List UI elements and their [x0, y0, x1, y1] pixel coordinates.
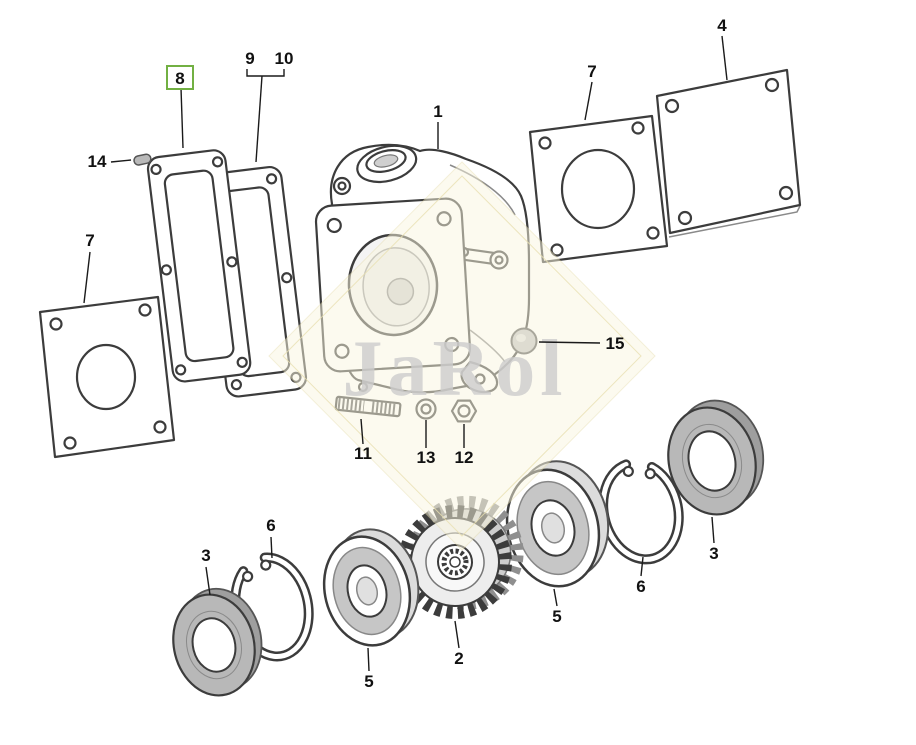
watermark-text: JaRol — [343, 325, 568, 413]
part-seal-left[interactable] — [162, 580, 273, 704]
part-cover-plate[interactable] — [655, 68, 802, 238]
callout-4[interactable]: 4 — [717, 16, 727, 35]
callout-3-right[interactable]: 3 — [709, 544, 718, 563]
part-gasket-plate-left[interactable] — [38, 295, 176, 459]
callout-6-left[interactable]: 6 — [266, 516, 275, 535]
housing-top-boss — [356, 144, 418, 184]
leader-lines — [83, 35, 728, 672]
callout-8[interactable]: 8 — [175, 69, 184, 88]
callout-5-left[interactable]: 5 — [364, 672, 373, 691]
callout-2[interactable]: 2 — [454, 649, 463, 668]
part-gasket-plate-right[interactable] — [528, 114, 669, 264]
callout-12[interactable]: 12 — [455, 448, 474, 467]
part-pin[interactable] — [133, 153, 152, 166]
part-bearing-left[interactable] — [312, 520, 431, 654]
part-gasket-8[interactable] — [146, 149, 252, 383]
part-seal-right[interactable] — [656, 391, 776, 524]
watermark-diamond-inner — [282, 175, 642, 537]
callout-3-left[interactable]: 3 — [201, 546, 210, 565]
watermark-diamond — [268, 161, 656, 551]
watermark: JaRol — [268, 161, 656, 551]
callout-5-right[interactable]: 5 — [552, 607, 561, 626]
callout-6-right[interactable]: 6 — [636, 577, 645, 596]
callout-labels: 4 7 1 9 10 8 14 7 15 11 13 12 3 6 5 2 5 … — [85, 16, 727, 691]
callout-15[interactable]: 15 — [606, 334, 625, 353]
callout-7-left[interactable]: 7 — [85, 231, 94, 250]
part-bearing-right[interactable] — [494, 451, 622, 596]
callout-14[interactable]: 14 — [88, 152, 107, 171]
callout-7-right[interactable]: 7 — [587, 62, 596, 81]
callout-10[interactable]: 10 — [275, 49, 294, 68]
callout-9[interactable]: 9 — [245, 49, 254, 68]
callout-11[interactable]: 11 — [354, 444, 372, 463]
selected-callout-highlight — [166, 65, 194, 90]
callout-1[interactable]: 1 — [433, 102, 442, 121]
callout-13[interactable]: 13 — [417, 448, 436, 467]
